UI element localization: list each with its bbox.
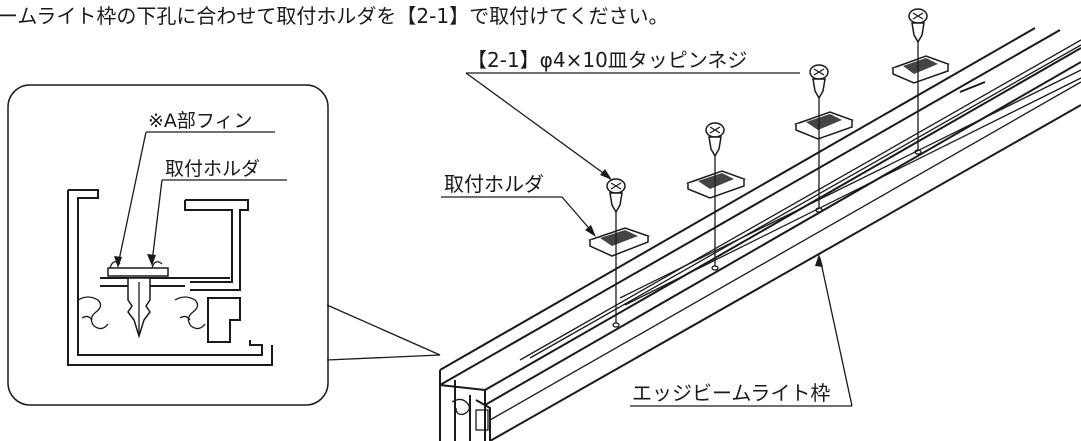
edge-beam-frame xyxy=(439,27,1081,441)
holder-2 xyxy=(685,170,747,199)
holder-arrowhead xyxy=(585,225,596,237)
instruction-text: ームライト枠の下孔に合わせて取付ホルダを【2-1】で取付けてください。 xyxy=(0,4,668,28)
holder-1 xyxy=(587,227,651,257)
screw-2 xyxy=(705,122,725,271)
screw-callout: 【2-1】φ4×10皿タッピンネジ xyxy=(465,48,800,180)
detail-holder-label: 取付ホルダ xyxy=(165,158,260,180)
screw-arrowhead xyxy=(600,169,612,180)
screw-label: 【2-1】φ4×10皿タッピンネジ xyxy=(467,48,747,72)
detail-holder-arrowhead xyxy=(147,254,156,266)
detail-callout: ※A部フィン 取付ホルダ xyxy=(7,84,441,406)
screw-leader xyxy=(465,72,611,179)
detail-holder-leader xyxy=(151,179,163,263)
frame-callout: エッジビームライト枠 xyxy=(630,254,853,407)
frame-leader xyxy=(819,257,853,407)
fin-label: ※A部フィン xyxy=(148,110,253,132)
frame-arrowhead xyxy=(815,254,823,267)
frame-label: エッジビームライト枠 xyxy=(632,381,830,405)
holder-label: 取付ホルダ xyxy=(444,172,544,196)
screw-1 xyxy=(606,178,626,328)
screws xyxy=(606,8,928,328)
screw-3 xyxy=(809,64,829,213)
detail-pointer xyxy=(326,304,441,361)
detail-frame xyxy=(7,84,329,406)
holder-callout: 取付ホルダ xyxy=(441,172,596,237)
holders xyxy=(587,55,951,257)
screw-4 xyxy=(908,8,928,155)
holder-4 xyxy=(890,55,951,84)
holder-3 xyxy=(793,111,855,140)
fin-leader xyxy=(117,131,147,266)
profile-cross-section xyxy=(67,189,273,366)
